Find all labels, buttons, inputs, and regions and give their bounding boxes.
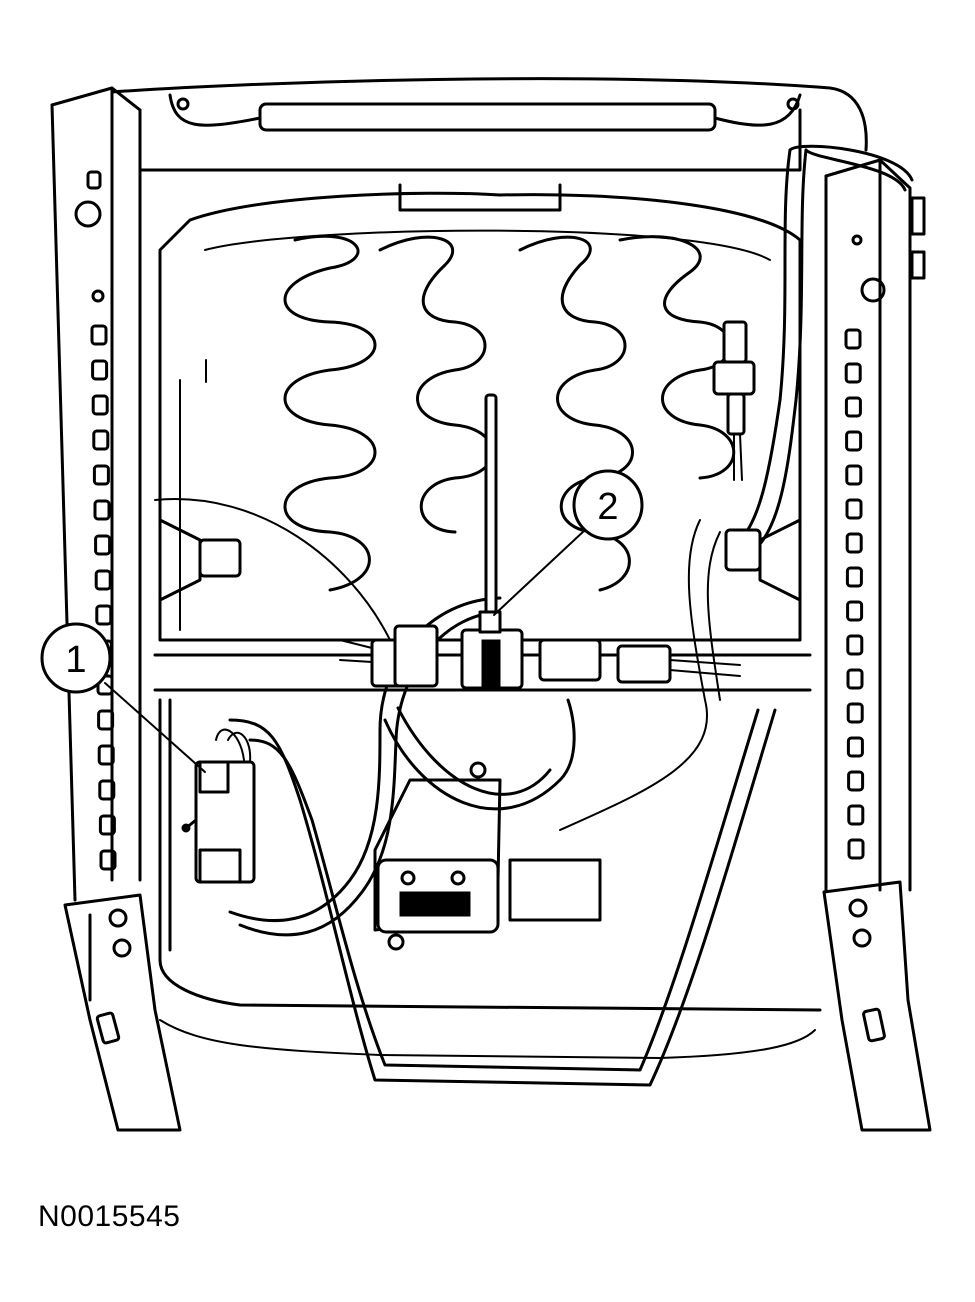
rail-slot (847, 770, 865, 792)
right-seat-rail (824, 158, 912, 892)
side-clips (158, 518, 802, 602)
rail-slot (845, 498, 863, 520)
rail-slot (845, 430, 863, 452)
rail-slot (99, 849, 117, 871)
rail-slot (845, 566, 863, 588)
rail-slot (844, 328, 862, 350)
rail-slot (846, 668, 864, 690)
upper-frame (110, 77, 868, 172)
rail-slot (92, 429, 110, 451)
rail-slot (846, 702, 864, 724)
lower-frame (158, 698, 822, 1087)
rail-slot (846, 600, 864, 622)
rail-slot (91, 394, 109, 416)
control-module (373, 761, 602, 951)
rail-slot (98, 779, 116, 801)
rail-slot (93, 499, 111, 521)
rail-slot (97, 744, 115, 766)
wiring-harness (154, 144, 914, 937)
serpentine-springs (283, 234, 736, 592)
connector-right-upper (712, 196, 926, 481)
rail-slot (92, 464, 110, 486)
rail-slot (845, 532, 863, 554)
seat-pan (158, 183, 802, 642)
rail-slot (91, 359, 109, 381)
figure-id-label: N0015545 (38, 1200, 181, 1233)
rail-slot (94, 534, 112, 556)
rail-slot (844, 362, 862, 384)
callout-2-number: 2 (597, 486, 618, 528)
rail-slot (846, 736, 864, 758)
rail-slot (844, 396, 862, 418)
left-riser (63, 893, 182, 1132)
rail-slot (847, 804, 865, 826)
callout-2: 2 (493, 469, 644, 616)
callout-1-number: 1 (65, 639, 86, 681)
rail-slot (94, 569, 112, 591)
right-rail-slots (844, 328, 865, 860)
right-riser (822, 880, 932, 1132)
rail-slot (90, 324, 108, 346)
cable-tie (478, 393, 502, 689)
rail-slot (95, 604, 113, 626)
crossbar-connectors (339, 624, 741, 690)
rail-slot (846, 634, 864, 656)
rail-slot (847, 838, 865, 860)
rail-slot (97, 709, 115, 731)
callout-1: 1 (40, 622, 206, 773)
left-seat-rail (50, 86, 142, 902)
rail-slot (98, 814, 116, 836)
rail-slot (845, 464, 863, 486)
connector-left (181, 728, 256, 884)
